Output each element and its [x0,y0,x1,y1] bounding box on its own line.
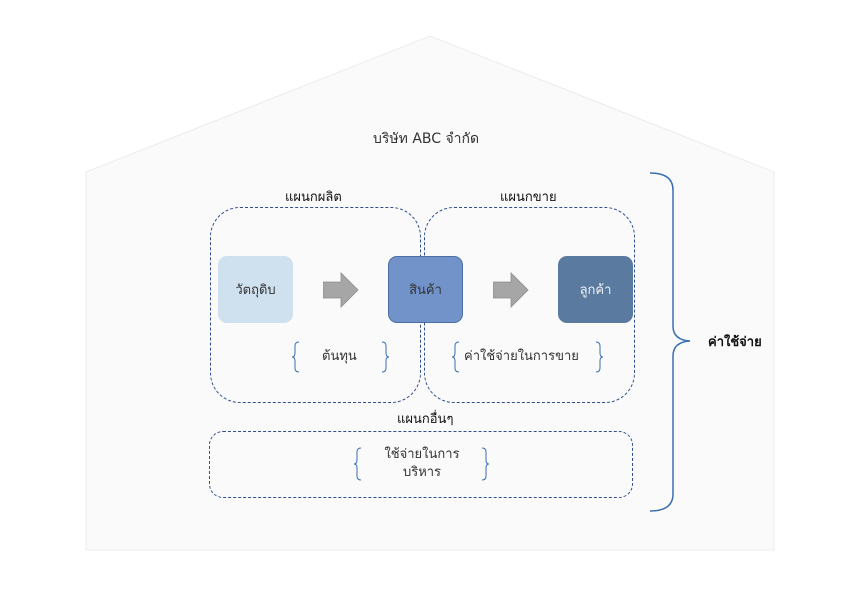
cost-label: ต้นทุน [322,349,357,364]
cost-brace-icon [292,341,390,373]
admin-expense-line1: ใช้จ่ายในการ [384,447,460,462]
arrow-right-icon [323,272,359,308]
product-box: สินค้า [388,256,463,323]
company-title: บริษัท ABC จำกัด [373,131,480,147]
production-department-label: แผนกผลิต [285,190,342,205]
raw-material-label: วัตถุดิบ [235,283,276,298]
sales-department-label: แผนกขาย [500,190,557,205]
other-department-box [209,431,633,498]
admin-expense-brace-icon [354,447,490,481]
product-label: สินค้า [409,283,442,298]
raw-material-box: วัตถุดิบ [218,256,293,323]
other-department-label: แผนกอื่นๆ [397,412,454,427]
selling-expense-label: ค่าใช้จ่ายในการขาย [464,349,579,364]
admin-expense-line2: บริหาร [402,465,442,480]
expense-label: ค่าใช้จ่าย [708,335,762,350]
admin-expense-label: ใช้จ่ายในการ บริหาร [364,446,480,482]
customer-box: ลูกค้า [558,256,633,323]
customer-label: ลูกค้า [579,283,612,298]
selling-expense-brace-icon [452,341,604,373]
expense-brace [649,172,691,512]
arrow-right-icon [493,272,529,308]
